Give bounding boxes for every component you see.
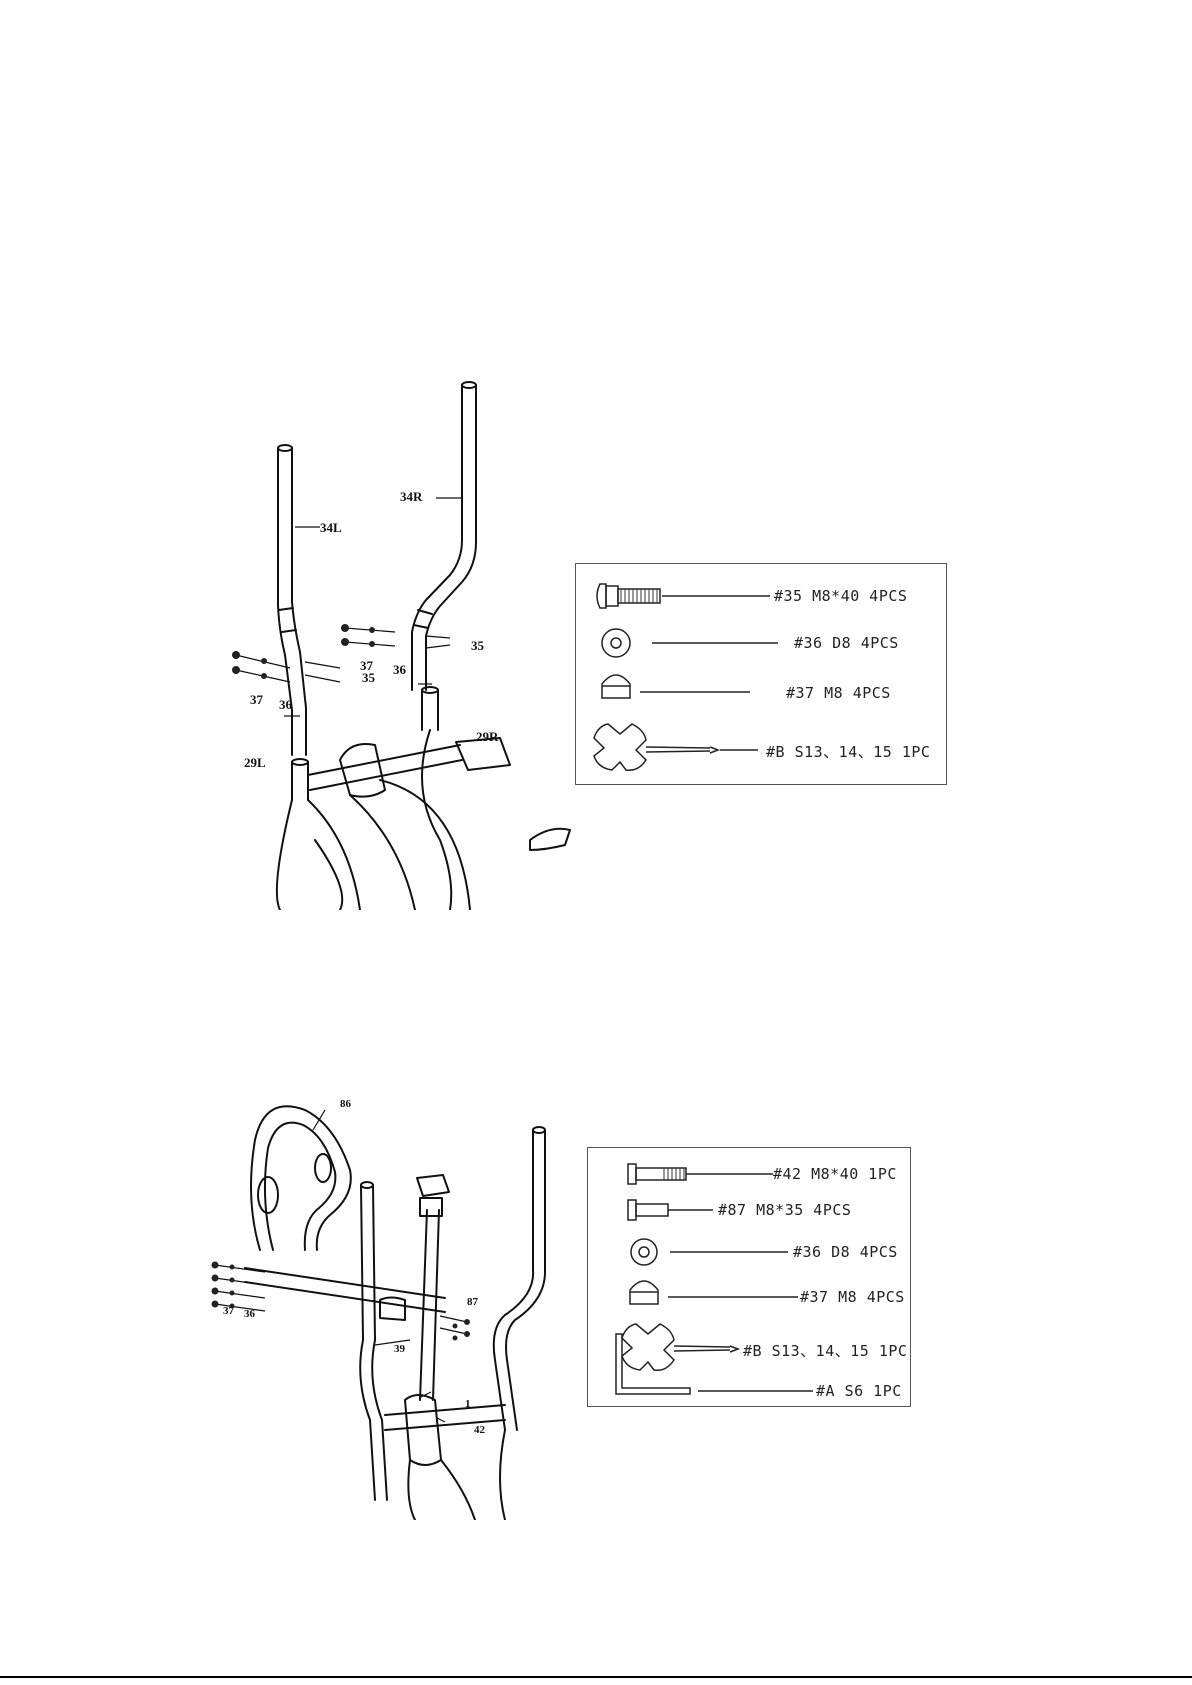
multi-wrench-icon bbox=[594, 724, 758, 770]
step2-hardware-box: #42 M8*40 1PC #87 M8*35 4PCS #36 D8 4PCS… bbox=[587, 1147, 911, 1407]
multi-wrench-icon bbox=[622, 1324, 738, 1370]
callout-29L: 29L bbox=[244, 755, 266, 771]
hardware-label-87: #87 M8*35 4PCS bbox=[718, 1201, 851, 1219]
step1-hardware-box: #35 M8*40 4PCS #36 D8 4PCS #37 M8 4PCS #… bbox=[575, 563, 947, 785]
hardware-label-36: #36 D8 4PCS bbox=[794, 634, 899, 652]
callout-1: 1 bbox=[465, 1398, 471, 1410]
page-bottom-rule bbox=[0, 1676, 1192, 1678]
callout-37-right: 37 bbox=[360, 658, 373, 674]
short-bolt-icon bbox=[628, 1200, 713, 1220]
hardware-label-42: #42 M8*40 1PC bbox=[773, 1165, 897, 1183]
callout-36: 36 bbox=[244, 1308, 255, 1320]
callout-34R: 34R bbox=[400, 489, 422, 505]
callout-42: 42 bbox=[474, 1424, 485, 1436]
callout-36-left: 36 bbox=[279, 697, 292, 713]
bolt-icon bbox=[628, 1164, 773, 1184]
callout-37-left: 37 bbox=[250, 692, 263, 708]
hardware-label-37: #37 M8 4PCS bbox=[786, 684, 891, 702]
callout-36-right: 36 bbox=[393, 662, 406, 678]
step2-hardware-icons bbox=[598, 1154, 898, 1402]
hardware-label-36: #36 D8 4PCS bbox=[793, 1243, 898, 1261]
hardware-label-35: #35 M8*40 4PCS bbox=[774, 587, 907, 605]
washer-icon bbox=[631, 1239, 788, 1265]
hardware-label-B: #B S13、14、15 1PC bbox=[766, 741, 930, 762]
callout-87: 87 bbox=[467, 1296, 478, 1308]
hardware-label-37: #37 M8 4PCS bbox=[800, 1288, 905, 1306]
washer-icon bbox=[602, 629, 778, 657]
handlebar-86 bbox=[251, 1106, 351, 1250]
callout-34L: 34L bbox=[320, 520, 342, 536]
hardware-label-B: #B S13、14、15 1PC bbox=[743, 1340, 907, 1361]
carriage-bolt-icon bbox=[597, 584, 770, 608]
handlebar-34R bbox=[412, 382, 476, 690]
cap-nut-icon bbox=[602, 675, 750, 698]
callout-29R: 29R bbox=[476, 729, 498, 745]
callout-86: 86 bbox=[340, 1098, 351, 1110]
callout-37: 37 bbox=[223, 1305, 234, 1317]
cap-nut-icon bbox=[630, 1281, 798, 1304]
callout-35-right: 35 bbox=[471, 638, 484, 654]
hardware-label-A: #A S6 1PC bbox=[816, 1382, 902, 1400]
step1-assembly-drawing bbox=[200, 370, 580, 910]
callout-39: 39 bbox=[394, 1343, 405, 1355]
step2-assembly-drawing bbox=[205, 1100, 565, 1520]
